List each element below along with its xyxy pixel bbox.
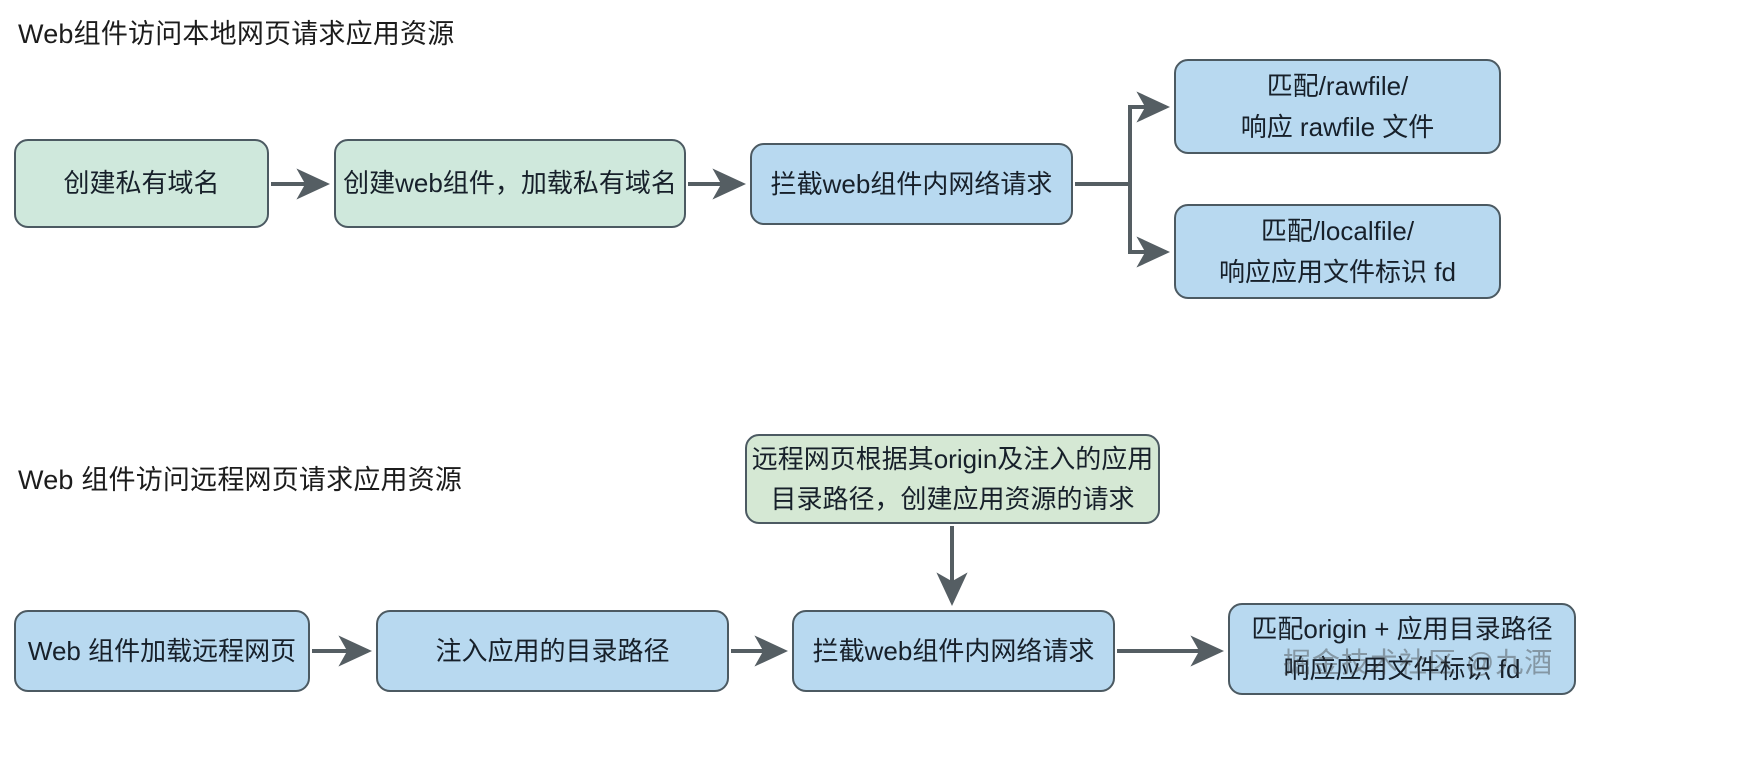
node-inject-app-dir-path[interactable]: 注入应用的目录路径: [376, 610, 729, 692]
node-line: 匹配/localfile/: [1260, 216, 1415, 247]
node-line: Web 组件加载远程网页: [27, 635, 297, 666]
node-line: 匹配origin + 应用目录路径: [1251, 613, 1553, 644]
node-match-localfile[interactable]: 匹配/localfile/ 响应应用文件标识 fd: [1174, 204, 1501, 299]
edge-intercept-to-rawfile: [1075, 91, 1170, 186]
node-intercept-request-remote[interactable]: 拦截web组件内网络请求: [792, 610, 1115, 692]
node-line: 创建web组件，加载私有域名: [343, 168, 677, 199]
node-line: 拦截web组件内网络请求: [770, 168, 1053, 199]
watermark-text: 掘金技术社区 @九酒: [1283, 647, 1554, 678]
node-line: 注入应用的目录路径: [435, 635, 670, 666]
node-match-rawfile[interactable]: 匹配/rawfile/ 响应 rawfile 文件: [1174, 59, 1501, 154]
node-line: 匹配/rawfile/: [1266, 71, 1409, 102]
node-create-private-domain[interactable]: 创建私有域名: [14, 139, 269, 228]
node-line: 创建私有域名: [63, 168, 220, 199]
node-create-web-component[interactable]: 创建web组件，加载私有域名: [334, 139, 686, 228]
node-load-remote-page[interactable]: Web 组件加载远程网页: [14, 610, 310, 692]
node-line: 目录路径，创建应用资源的请求: [770, 484, 1135, 514]
node-line: 响应应用文件标识 fd: [1283, 654, 1521, 684]
node-line: 远程网页根据其origin及注入的应用: [751, 443, 1154, 474]
section-title-local: Web组件访问本地网页请求应用资源: [18, 19, 455, 49]
node-line: 响应应用文件标识 fd: [1219, 256, 1456, 287]
node-intercept-request-local[interactable]: 拦截web组件内网络请求: [750, 143, 1073, 225]
node-remote-origin-note[interactable]: 远程网页根据其origin及注入的应用 目录路径，创建应用资源的请求: [745, 434, 1160, 524]
edge-intercept-to-localfile: [1075, 182, 1170, 268]
node-match-origin-path[interactable]: 匹配origin + 应用目录路径 响应应用文件标识 fd: [1228, 603, 1576, 695]
section-title-remote: Web 组件访问远程网页请求应用资源: [18, 465, 463, 495]
node-line: 响应 rawfile 文件: [1240, 111, 1435, 142]
node-line: 拦截web组件内网络请求: [812, 635, 1095, 666]
